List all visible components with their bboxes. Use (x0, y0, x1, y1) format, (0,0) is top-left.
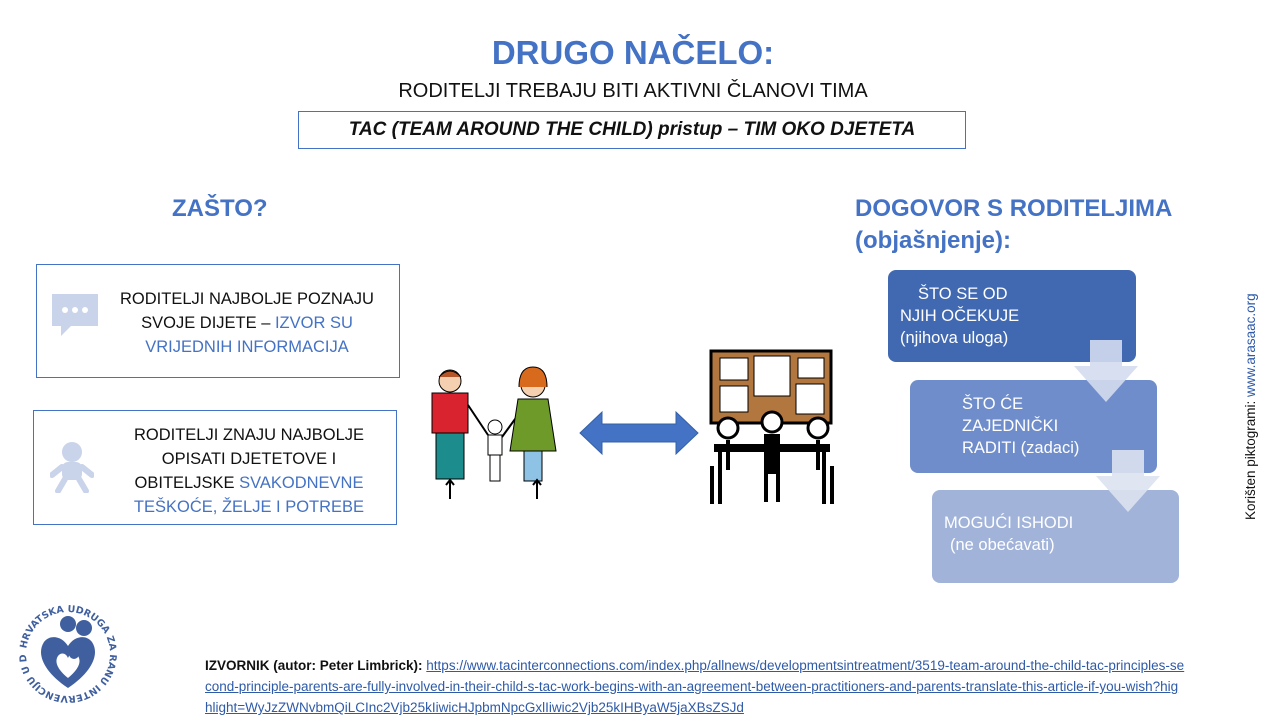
step-2-line: RADITI (zadaci) (962, 439, 1080, 457)
meeting-pictogram (709, 349, 834, 504)
step-3-line: (ne obećavati) (950, 536, 1055, 554)
source-label: IZVORNIK (autor: Peter Limbrick): (205, 658, 423, 673)
down-arrow-icon (1096, 450, 1160, 512)
reason-card-1: RODITELJI NAJBOLJE POZNAJU SVOJE DIJETE … (36, 264, 400, 378)
step-3-line: MOGUĆI ISHODI (944, 514, 1074, 532)
card-1-highlight: VRIJEDNIH INFORMACIJA (145, 338, 349, 356)
family-pictogram (431, 366, 557, 499)
baby-icon (50, 442, 94, 493)
source-citation: IZVORNIK (autor: Peter Limbrick): https:… (205, 655, 1185, 718)
page-title: DRUGO NAČELO: (491, 34, 775, 71)
agreement-subheading: (objašnjenje): (855, 227, 1012, 254)
pictogram-credit: Korišten piktogrami: www.arasaac.org (1243, 293, 1258, 520)
page-subtitle: RODITELJI TREBAJU BITI AKTIVNI ČLANOVI T… (398, 80, 868, 102)
step-1: ŠTO SE OD NJIH OČEKUJE (njihova uloga) (888, 270, 1136, 362)
step-2-line: ZAJEDNIČKI (962, 417, 1059, 435)
credit-label: Korišten piktogrami: (1243, 396, 1258, 520)
agreement-heading: DOGOVOR S RODITELJIMA (855, 195, 1173, 222)
card-2-line: OPISATI DJETETOVE I (161, 450, 337, 468)
card-2-line: RODITELJI ZNAJU NAJBOLJE (133, 426, 365, 444)
step-1-line: (njihova uloga) (900, 329, 1009, 347)
reason-card-2: RODITELJI ZNAJU NAJBOLJE OPISATI DJETETO… (33, 410, 397, 525)
source-link[interactable]: https://www.tacinterconnections.com/inde… (205, 658, 1185, 715)
speech-bubble-icon (52, 294, 98, 336)
step-3: MOGUĆI ISHODI (ne obećavati) (932, 490, 1179, 583)
card-1-line: RODITELJI NAJBOLJE POZNAJU (120, 290, 374, 308)
double-arrow-icon (579, 410, 699, 456)
card-1-highlight: IZVOR SU (274, 314, 353, 332)
down-arrow-icon (1074, 340, 1138, 402)
card-2-highlight: SVAKODNEVNE (239, 474, 364, 492)
step-2-line: ŠTO ĆE (962, 395, 1024, 413)
card-1-line: SVOJE DIJETE – (141, 314, 275, 332)
organization-logo: HRVATSKA UDRUGA ZA RANU INTERVENCIJU U D… (4, 584, 118, 704)
card-2-line: OBITELJSKE (134, 474, 240, 492)
tac-box: TAC (TEAM AROUND THE CHILD) pristup – TI… (298, 111, 966, 149)
why-heading: ZAŠTO? (172, 195, 268, 222)
card-2-highlight: TEŠKOĆE, ŽELJE I POTREBE (133, 498, 365, 516)
step-1-line: ŠTO SE OD (918, 285, 1008, 303)
arasaac-link[interactable]: www.arasaac.org (1243, 293, 1258, 397)
step-1-line: NJIH OČEKUJE (900, 307, 1020, 325)
